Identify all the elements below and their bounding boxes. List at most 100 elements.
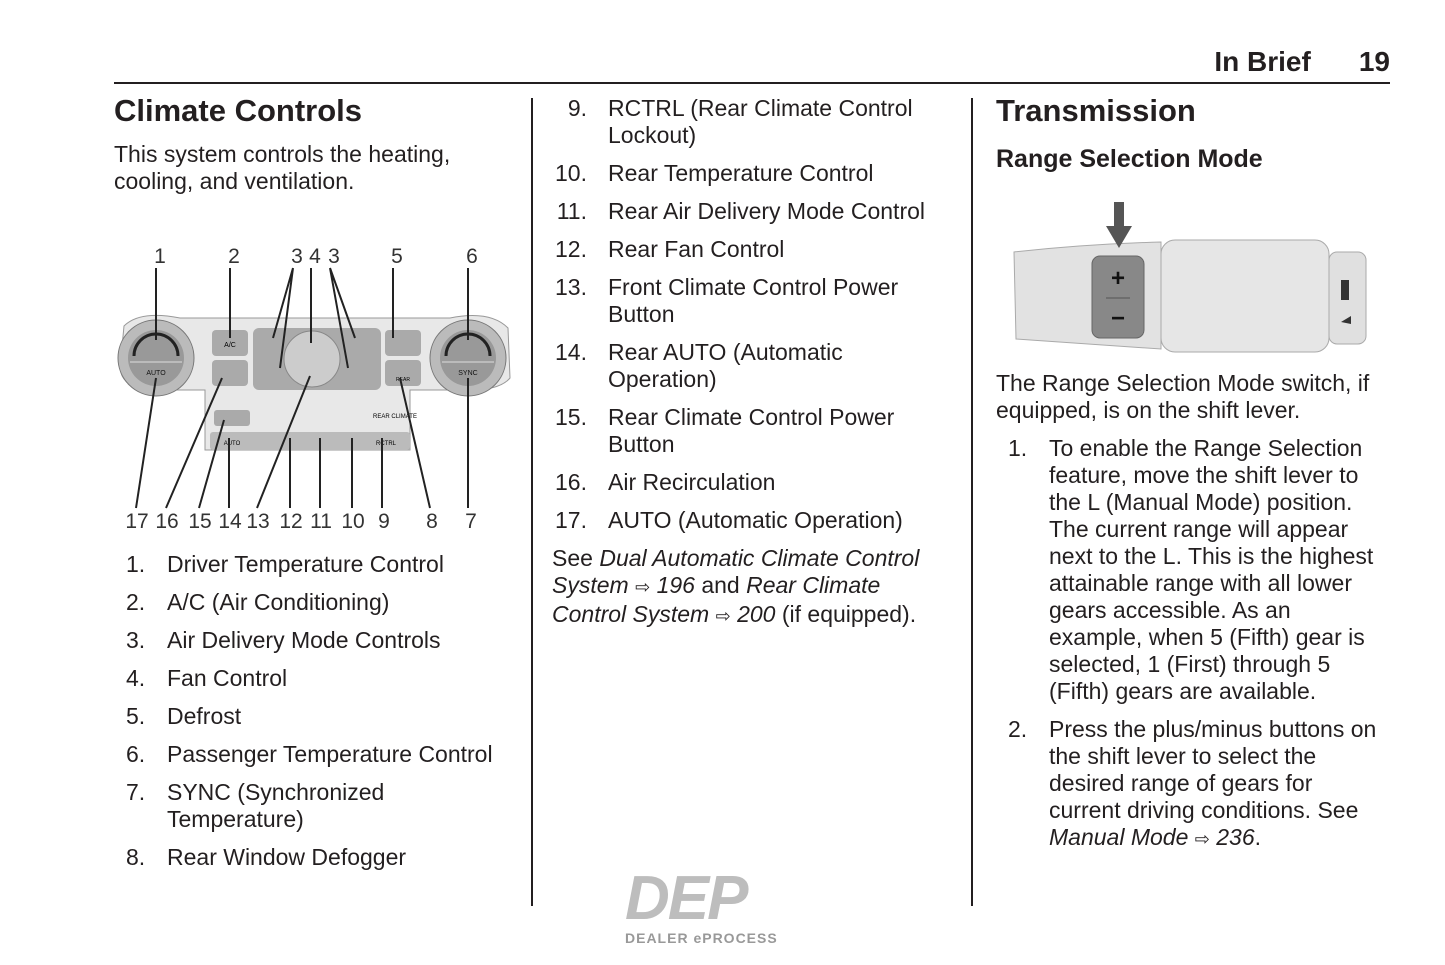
item-number: 7. xyxy=(126,779,146,805)
list-item: 1.To enable the Range Selection feature,… xyxy=(1008,435,1374,704)
svg-text:RCTRL: RCTRL xyxy=(376,441,397,447)
defrost-button xyxy=(385,330,421,356)
column-3: Transmission Range Selection Mode + − Th… xyxy=(996,94,1390,864)
manual-mode-link[interactable]: Manual Mode xyxy=(1049,824,1189,850)
item-text: Air Delivery Mode Controls xyxy=(167,627,441,653)
item-text: Passenger Temperature Control xyxy=(167,741,493,767)
header-rule xyxy=(114,82,1390,84)
plus-minus-switch xyxy=(1091,255,1145,339)
list-item: 16.Air Recirculation xyxy=(552,469,952,496)
list-item: 3. Air Delivery Mode Controls xyxy=(114,627,494,654)
callout-number: 10 xyxy=(341,510,364,533)
callout-number: 13 xyxy=(246,510,269,533)
callout-number: 4 xyxy=(309,245,321,268)
svg-text:REAR CLIMATE: REAR CLIMATE xyxy=(373,414,417,420)
item-number: 17. xyxy=(555,507,587,533)
page-number: 19 xyxy=(1358,46,1390,77)
climate-intro: This system controls the heating, coolin… xyxy=(114,141,451,194)
item-number: 14. xyxy=(555,339,587,365)
item-text: Rear Temperature Control xyxy=(608,160,874,186)
list-item: 4. Fan Control xyxy=(114,665,494,692)
item-number: 3. xyxy=(126,627,146,653)
rear-controls xyxy=(210,432,410,450)
list-item: 8. Rear Window Defogger xyxy=(114,844,494,871)
dual-climate-link[interactable]: Dual Automatic Climate Control System xyxy=(552,545,920,598)
down-arrow-icon xyxy=(1106,202,1132,248)
list-item: 2.A/C (Air Conditioning) xyxy=(114,589,494,616)
item-text: Fan Control xyxy=(167,665,288,691)
item-number: 8. xyxy=(126,844,146,870)
section-title: In Brief xyxy=(1214,46,1311,77)
callout-number: 15 xyxy=(188,510,211,533)
column-divider xyxy=(971,98,973,906)
item-text: Front Climate Control Power Button xyxy=(608,274,899,327)
dealer-eprocess-watermark: DEP DEALER ePROCESS xyxy=(625,864,778,947)
svg-text:REAR: REAR xyxy=(396,377,410,383)
list-item: 1. Driver Temperature Control xyxy=(114,551,494,578)
item-text: AUTO (Automatic Operation) xyxy=(608,507,903,533)
item-number: 13. xyxy=(555,274,587,300)
ac-button xyxy=(212,330,248,356)
callout-number: 3 xyxy=(291,245,303,268)
list-item: 14.Rear AUTO (Automatic Operation) xyxy=(552,339,952,393)
leader-lines xyxy=(135,267,469,509)
callout-number: 7 xyxy=(465,510,477,533)
callout-number: 2 xyxy=(228,245,240,268)
svg-text:+: + xyxy=(1111,265,1125,292)
svg-text:−: − xyxy=(1111,305,1125,332)
item-text: Rear Air Delivery Mode Control xyxy=(608,198,926,224)
item-text: Rear Fan Control xyxy=(608,236,785,262)
item-number: 15. xyxy=(555,404,587,430)
climate-title: Climate Controls xyxy=(114,93,363,128)
svg-text:SYNC: SYNC xyxy=(458,370,477,377)
item-number: 1. xyxy=(126,551,146,577)
callout-number: 8 xyxy=(426,510,438,533)
item-number: 12. xyxy=(555,236,587,262)
rear-power-button xyxy=(214,410,250,426)
item-number: 4. xyxy=(126,665,146,691)
svg-text:AUTO: AUTO xyxy=(146,370,166,377)
shift-lever-illustration: + − xyxy=(1013,202,1367,353)
item-number: 9. xyxy=(567,95,587,121)
list-item: 5. Defrost xyxy=(114,703,494,730)
range-selection-intro: The Range Selection Mode switch, if equi… xyxy=(996,370,1370,423)
callout-number: 9 xyxy=(378,510,390,533)
range-selection-steps: 1.To enable the Range Selection feature,… xyxy=(996,435,1390,853)
callout-number: 5 xyxy=(391,245,403,268)
see-also-text: See Dual Automatic Climate Control Syste… xyxy=(552,545,920,627)
item-text: SYNC (Synchronized Temperature) xyxy=(167,779,385,832)
rear-climate-link[interactable]: Rear Climate Control System xyxy=(552,572,881,627)
callout-number: 11 xyxy=(310,510,332,533)
callout-number: 17 xyxy=(125,510,148,533)
transmission-title: Transmission xyxy=(996,93,1196,128)
item-text: Rear Window Defogger xyxy=(167,844,407,870)
list-item: 7. SYNC (Synchronized Temperature) xyxy=(114,779,494,833)
callout-number: 14 xyxy=(218,510,242,533)
list-item: 13. Front Climate Control Power Button xyxy=(552,274,952,328)
list-item: 10.Rear Temperature Control xyxy=(552,160,952,187)
item-number: 5. xyxy=(126,703,146,729)
callout-number: 1 xyxy=(154,245,166,268)
driver-temp-knob: AUTO xyxy=(117,319,195,397)
item-text: Rear Climate Control Power Button xyxy=(608,404,895,457)
item-text: Driver Temperature Control xyxy=(167,551,444,577)
climate-list-part1: 1. Driver Temperature Control 2.A/C (Air C… xyxy=(114,551,494,871)
callout-number: 6 xyxy=(466,245,478,268)
list-item: 6.Passenger Temperature Control xyxy=(114,741,494,768)
item-text: RCTRL (Rear Climate Control Lockout) xyxy=(608,95,913,148)
item-text: A/C (Air Conditioning) xyxy=(167,589,390,615)
page-header: In Brief 19 xyxy=(1214,46,1390,78)
passenger-temp-knob: SYNC xyxy=(429,319,507,397)
list-item: 11.Rear Air Delivery Mode Control xyxy=(552,198,952,225)
callout-number: 3 xyxy=(328,245,340,268)
callout-number: 12 xyxy=(279,510,302,533)
range-selection-heading: Range Selection Mode xyxy=(996,145,1263,173)
item-text: Air Recirculation xyxy=(608,469,776,495)
callout-number: 16 xyxy=(155,510,178,533)
rear-defog-button xyxy=(385,360,421,386)
item-text: Defrost xyxy=(167,703,242,729)
list-item: 12. Rear Fan Control xyxy=(552,236,952,263)
list-item: 17. AUTO (Automatic Operation) xyxy=(552,507,952,534)
